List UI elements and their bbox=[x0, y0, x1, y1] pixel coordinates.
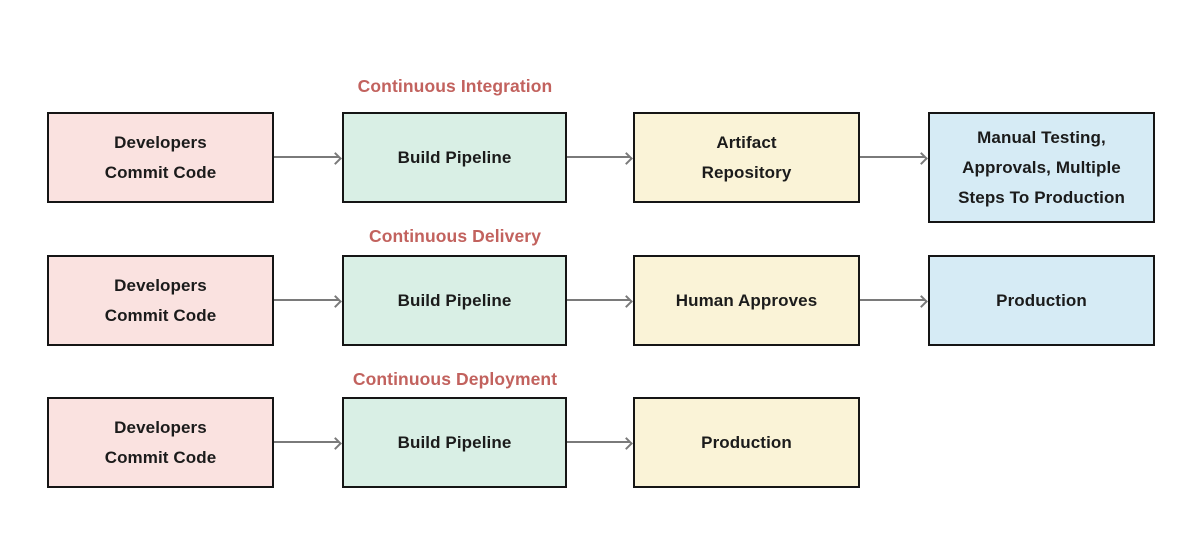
row-title-continuous-deployment: Continuous Deployment bbox=[352, 369, 558, 389]
arrow-shaft bbox=[567, 156, 630, 158]
arrow-head-icon bbox=[620, 436, 633, 450]
node-label: Developers Commit Code bbox=[104, 132, 217, 182]
node-label: Production bbox=[996, 290, 1087, 310]
node-ci-build-pipeline: Build Pipeline bbox=[342, 112, 567, 203]
arrow-connector bbox=[274, 294, 342, 308]
arrow-connector bbox=[567, 436, 633, 450]
arrow-shaft bbox=[860, 156, 925, 158]
node-label: Artifact Repository bbox=[701, 132, 792, 182]
node-label: Manual Testing, Approvals, Multiple Step… bbox=[958, 127, 1125, 207]
node-label: Build Pipeline bbox=[397, 432, 512, 452]
arrow-shaft bbox=[274, 156, 339, 158]
node-cdel-human-approves: Human Approves bbox=[633, 255, 860, 346]
row-title-continuous-delivery: Continuous Delivery bbox=[368, 226, 542, 246]
arrow-head-icon bbox=[329, 294, 342, 308]
node-label: Developers Commit Code bbox=[104, 417, 217, 467]
arrow-shaft bbox=[860, 299, 925, 301]
node-cdep-production: Production bbox=[633, 397, 860, 488]
node-label: Developers Commit Code bbox=[104, 275, 217, 325]
arrow-shaft bbox=[567, 299, 630, 301]
node-cdep-developers-commit-code: Developers Commit Code bbox=[47, 397, 274, 488]
arrow-head-icon bbox=[915, 294, 928, 308]
node-cdep-build-pipeline: Build Pipeline bbox=[342, 397, 567, 488]
node-ci-artifact-repository: Artifact Repository bbox=[633, 112, 860, 203]
arrow-head-icon bbox=[329, 436, 342, 450]
arrow-connector bbox=[274, 151, 342, 165]
node-label: Build Pipeline bbox=[397, 147, 512, 167]
arrow-shaft bbox=[274, 299, 339, 301]
arrow-head-icon bbox=[620, 151, 633, 165]
node-label: Build Pipeline bbox=[397, 290, 512, 310]
arrow-connector bbox=[860, 294, 928, 308]
node-label: Human Approves bbox=[675, 290, 818, 310]
arrow-head-icon bbox=[620, 294, 633, 308]
arrow-connector bbox=[860, 151, 928, 165]
arrow-shaft bbox=[274, 441, 339, 443]
row-title-continuous-integration: Continuous Integration bbox=[357, 76, 553, 96]
node-ci-manual-testing-approvals: Manual Testing, Approvals, Multiple Step… bbox=[928, 112, 1155, 223]
node-cdel-developers-commit-code: Developers Commit Code bbox=[47, 255, 274, 346]
node-cdel-production: Production bbox=[928, 255, 1155, 346]
arrow-shaft bbox=[567, 441, 630, 443]
node-label: Production bbox=[701, 432, 792, 452]
node-cdel-build-pipeline: Build Pipeline bbox=[342, 255, 567, 346]
node-ci-developers-commit-code: Developers Commit Code bbox=[47, 112, 274, 203]
arrow-connector bbox=[567, 294, 633, 308]
arrow-connector bbox=[567, 151, 633, 165]
arrow-head-icon bbox=[329, 151, 342, 165]
arrow-head-icon bbox=[915, 151, 928, 165]
arrow-connector bbox=[274, 436, 342, 450]
